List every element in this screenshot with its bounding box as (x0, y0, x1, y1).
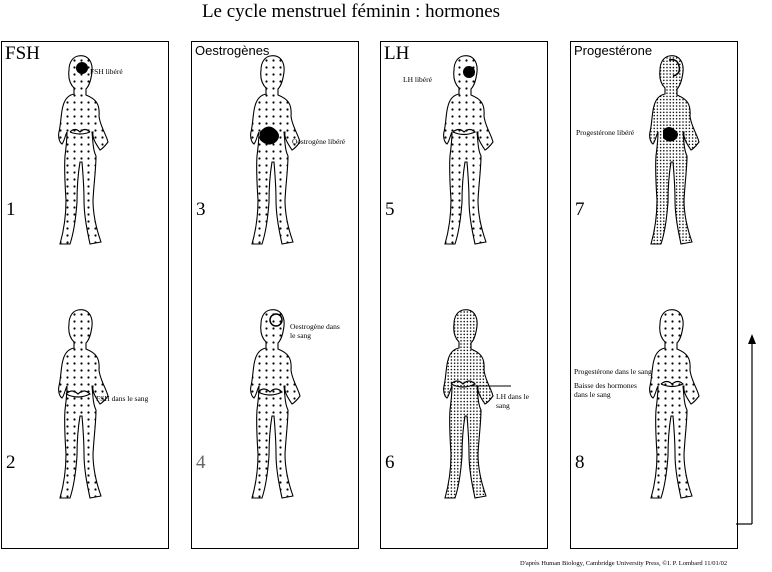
ovaries-marker (69, 128, 91, 135)
step-number-2: 2 (6, 452, 16, 473)
annotation-hormone-drop-1: Baisse des hormones (574, 381, 637, 390)
cycle-return-arrow-icon (736, 334, 756, 525)
annotation-fsh-released: FSH libéré (90, 67, 123, 76)
annotation-lh-released: LH libéré (403, 75, 432, 84)
woman-figure-8 (649, 309, 700, 499)
annotation-hormone-drop-2: dans le sang (574, 390, 611, 399)
step-number-6: 6 (385, 452, 395, 473)
ovaries-marker (660, 380, 685, 388)
annotation-lh-blood-2: sang (496, 401, 510, 410)
step-number-8: 8 (575, 452, 585, 473)
ovaries-marker (65, 390, 92, 398)
woman-figure-3 (250, 55, 301, 245)
source-credit: D'après Human Biology, Cambridge Univers… (520, 560, 728, 567)
annotation-lh-blood-1: LH dans le (496, 392, 529, 401)
panel-progesterone: Progestérone Progestérone libéré 7 Proge… (570, 41, 738, 549)
panel-title-progesterone: Progestérone (574, 43, 653, 58)
ovaries-marker (257, 388, 284, 396)
annotation-prog-blood: Progestérone dans le sang (574, 367, 652, 376)
woman-figure-7 (649, 55, 700, 245)
pituitary-dot (463, 66, 475, 78)
head-marker (668, 58, 681, 77)
annotation-prog-released: Progestérone libéré (576, 128, 635, 137)
panel-title-fsh: FSH (5, 43, 40, 64)
annotation-oestro-blood-2: le sang (290, 331, 312, 340)
panel-title-oestrogenes: Oestrogènes (195, 43, 270, 58)
panel-fsh: FSH FSH libéré 1 FSH dans le sang 2 (1, 41, 169, 549)
head-marker (269, 313, 283, 327)
pointer-line (471, 385, 511, 387)
ovaries-marker (450, 380, 477, 388)
step-number-1: 1 (6, 199, 16, 220)
step-number-7: 7 (575, 199, 585, 220)
ovaries-blob (260, 126, 279, 145)
page-title: Le cycle menstruel féminin : hormones (201, 1, 501, 22)
woman-figure-6 (443, 309, 494, 499)
step-number-3: 3 (196, 199, 206, 220)
woman-figure-5 (443, 55, 494, 245)
ovaries-marker (452, 128, 477, 136)
pituitary-dot (76, 62, 88, 74)
panel-title-lh: LH (384, 43, 410, 64)
ovaries-blob (663, 127, 678, 142)
annotation-oestro-released: Oestrogène libéré (292, 137, 346, 146)
step-number-4: 4 (196, 452, 206, 473)
woman-figure-4 (250, 309, 301, 499)
woman-figure-2 (58, 309, 109, 499)
annotation-oestro-blood-1: Oestrogène dans (290, 322, 340, 331)
panel-lh: LH LH libéré 5 LH dans le sang 6 (380, 41, 548, 549)
panel-oestrogenes: Oestrogènes Oestrogène libéré 3 Oestrogè… (191, 41, 359, 549)
annotation-fsh-blood: FSH dans le sang (96, 394, 149, 403)
step-number-5: 5 (385, 199, 395, 220)
woman-figure-1 (58, 55, 109, 245)
